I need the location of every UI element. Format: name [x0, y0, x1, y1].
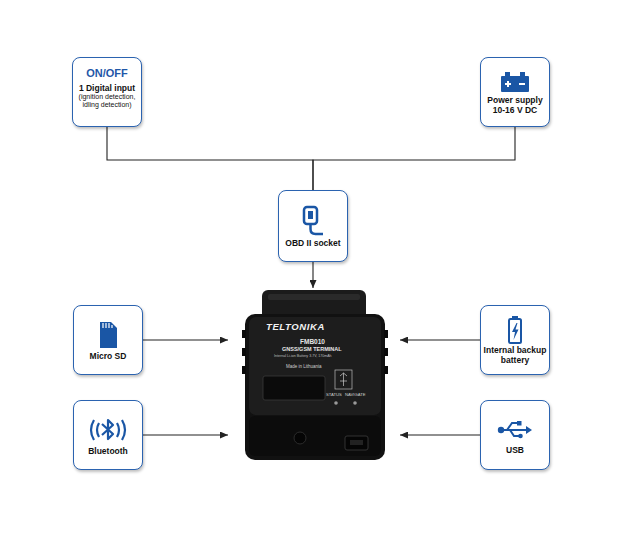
connector-line [143, 434, 228, 435]
box-label: Power supply 10-16 V DC [483, 96, 547, 116]
tracker-illustration [228, 288, 400, 462]
feature-icon [507, 314, 523, 346]
icon-graphic [507, 315, 523, 345]
box-label: USB [483, 446, 547, 456]
box-label: OBD II socket [281, 239, 345, 249]
device-print: NAVIGATE [345, 392, 366, 397]
icon-graphic [499, 70, 531, 94]
device-print: STATUS [326, 392, 342, 397]
box-label: Internal backup battery [483, 346, 547, 366]
feature-box: Bluetooth [73, 400, 143, 470]
icon-graphic [300, 205, 326, 237]
icon-graphic [496, 418, 534, 442]
feature-box: Power supply 10-16 V DC [480, 57, 550, 127]
feature-icon [96, 318, 120, 352]
device-print: FMB010 [300, 338, 325, 345]
feature-box: ON/OFF 1 Digital input(ignition detection… [72, 57, 142, 127]
connector-line [400, 434, 480, 435]
box-sublabel: 1 Digital input [75, 84, 139, 94]
icon-graphic [87, 415, 129, 445]
feature-box: Micro SD [73, 305, 143, 375]
feature-icon [499, 68, 531, 96]
box-label: Bluetooth [76, 447, 140, 457]
feature-box: OBD II socket [278, 190, 348, 262]
box-sublabel: (ignition detection, idling detection) [77, 93, 137, 108]
connector-line [107, 127, 313, 190]
device-print: GNSS/GSM TERMINAL [282, 346, 342, 352]
box-label: Micro SD [76, 352, 140, 362]
feature-box: USB [480, 400, 550, 470]
tracker-device: TELTONIKA FMB010GNSS/GSM TERMINAL Internal… [228, 288, 400, 462]
feature-icon [496, 414, 534, 446]
device-print: Internal Li-ion Battery 3.7V, 170mAh [274, 354, 332, 358]
connector-line [143, 339, 228, 340]
connector-line [312, 262, 313, 288]
icon-graphic [96, 320, 120, 350]
connector-line [313, 127, 515, 190]
feature-icon [87, 413, 129, 447]
box-label: ON/OFF [75, 67, 139, 80]
connector-line [400, 339, 480, 340]
feature-icon [300, 203, 326, 239]
device-print: Made in Lithuania [286, 364, 322, 369]
feature-box: Internal backup battery [480, 305, 550, 375]
device-print: TELTONIKA [266, 321, 325, 332]
